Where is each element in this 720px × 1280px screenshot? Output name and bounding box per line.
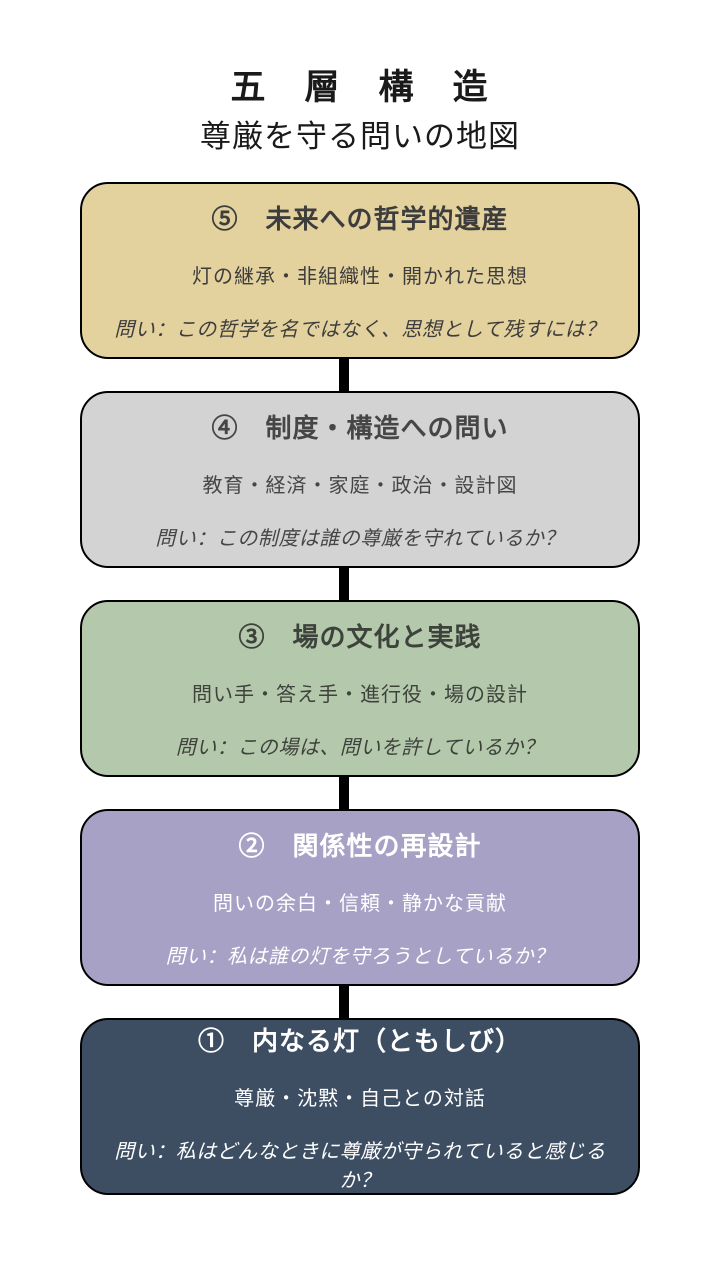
layer-4-card: ④ 制度・構造への問い 教育・経済・家庭・政治・設計図 問い：この制度は誰の尊厳…: [80, 391, 640, 569]
layer-1-keywords: 尊厳・沈黙・自己との対話: [234, 1087, 486, 1110]
connector-5-4: [339, 359, 349, 392]
layer-5-card: ⑤ 未来への哲学的遺産 灯の継承・非組織性・開かれた思想 問い：この哲学を名では…: [80, 182, 640, 360]
layer-3-keywords: 問い手・答え手・進行役・場の設計: [192, 684, 528, 707]
five-layer-diagram: ⑤ 未来への哲学的遺産 灯の継承・非組織性・開かれた思想 問い：この哲学を名では…: [0, 182, 720, 1196]
layer-2-card: ② 関係性の再設計 問いの余白・信頼・静かな貢献 問い：私は誰の灯を守ろうとして…: [80, 809, 640, 987]
layer-3-question: 問い：この場は、問いを許しているか？: [175, 737, 545, 760]
connector-2-1: [339, 986, 349, 1019]
layer-5-question: 問い：この哲学を名ではなく、思想として残すには？: [114, 319, 606, 342]
layer-2-title: ② 関係性の再設計: [238, 832, 482, 862]
page-subtitle: 尊厳を守る問いの地図: [200, 119, 520, 155]
layer-5-title: ⑤ 未来への哲学的遺産: [211, 205, 509, 235]
layer-5-keywords: 灯の継承・非組織性・開かれた思想: [192, 266, 528, 289]
layer-1-card: ① 内なる灯（ともしび） 尊厳・沈黙・自己との対話 問い：私はどんなときに尊厳が…: [80, 1018, 640, 1196]
layer-4-title: ④ 制度・構造への問い: [211, 414, 509, 444]
layer-2-keywords: 問いの余白・信頼・静かな貢献: [213, 893, 507, 916]
layer-1-title: ① 内なる灯（ともしび）: [197, 1026, 522, 1056]
header: 五 層 構 造 尊厳を守る問いの地図: [0, 68, 720, 156]
layer-1-question: 問い：私はどんなときに尊厳が守られていると感じるか？: [114, 1140, 606, 1192]
layer-3-title: ③ 場の文化と実践: [238, 623, 482, 653]
layer-4-question: 問い：この制度は誰の尊厳を守れているか？: [155, 528, 565, 551]
connector-3-2: [339, 777, 349, 810]
layer-4-keywords: 教育・経済・家庭・政治・設計図: [202, 475, 518, 498]
page-title: 五 層 構 造: [230, 68, 490, 107]
connector-4-3: [339, 568, 349, 601]
layer-2-question: 問い：私は誰の灯を守ろうとしているか？: [165, 946, 555, 969]
layer-3-card: ③ 場の文化と実践 問い手・答え手・進行役・場の設計 問い：この場は、問いを許し…: [80, 600, 640, 778]
